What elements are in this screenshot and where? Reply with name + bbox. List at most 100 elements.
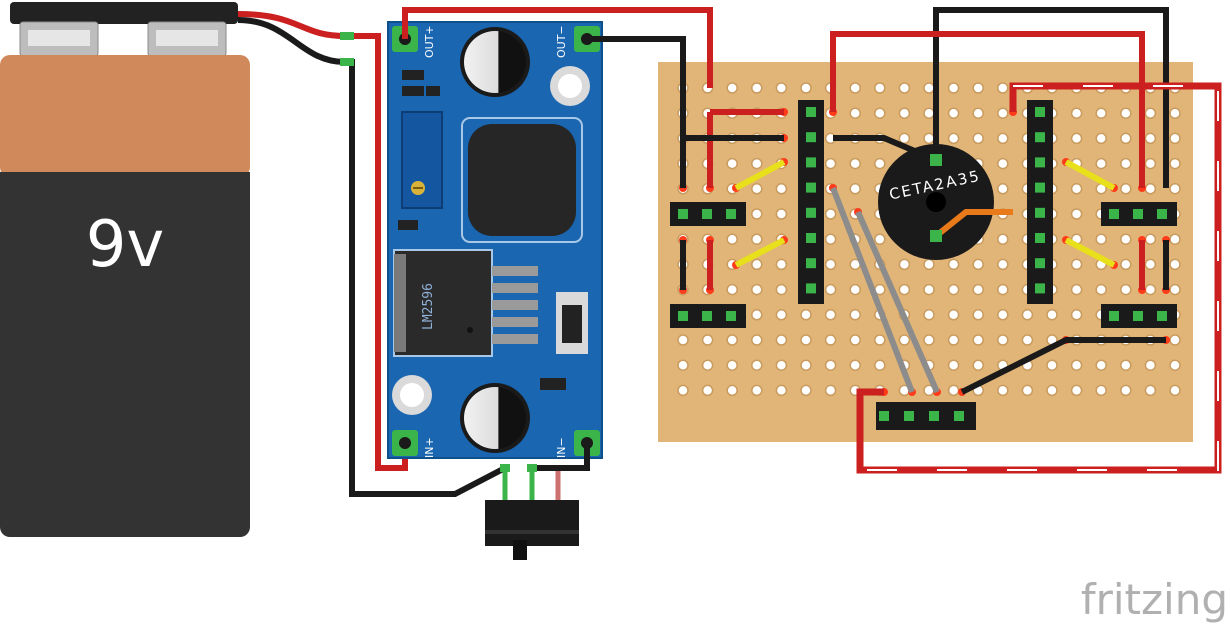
stripboard-hole	[775, 384, 788, 397]
slide-switch[interactable]	[485, 468, 579, 560]
label-in-plus: IN+	[423, 437, 436, 458]
stripboard-hole	[947, 334, 960, 346]
header-pin	[806, 233, 816, 243]
stripboard-hole	[701, 384, 714, 397]
switch-lever[interactable]	[513, 540, 527, 560]
stripboard-hole	[775, 82, 788, 94]
stripboard-hole	[751, 258, 763, 271]
stripboard-hole	[824, 384, 837, 397]
header-pin	[1035, 132, 1045, 143]
wire-black-diagonal	[960, 337, 1166, 395]
stripboard-hole	[972, 132, 984, 145]
stripboard-hole	[726, 157, 738, 170]
stripboard-hole	[1169, 359, 1181, 371]
pin-header-left	[798, 100, 824, 304]
stripboard-hole	[1169, 233, 1181, 245]
stripboard-hole	[997, 107, 1009, 119]
stripboard-hole	[751, 183, 763, 195]
header-pin	[904, 411, 914, 421]
stripboard-hole	[947, 82, 960, 94]
stripboard-hole	[1070, 384, 1083, 397]
stripboard-hole	[1144, 359, 1157, 371]
stripboard-hole	[1070, 283, 1083, 296]
buck-converter-module: OUT+ OUT− IN+ IN− LM2596	[387, 21, 603, 459]
stripboard-hole	[1070, 309, 1083, 321]
stripboard-hole	[997, 132, 1009, 145]
stripboard-hole	[751, 208, 763, 220]
header-pin	[806, 182, 816, 193]
stripboard-hole	[775, 283, 788, 296]
label-out-plus: OUT+	[423, 25, 436, 58]
stripboard-hole	[849, 82, 861, 94]
stripboard-hole	[1169, 283, 1181, 296]
battery-cap	[10, 2, 238, 24]
stripboard-hole	[997, 82, 1009, 94]
stripboard-hole	[1144, 132, 1157, 145]
stripboard-hole	[1095, 157, 1107, 170]
stripboard-hole	[1120, 107, 1132, 119]
stripboard-hole	[751, 309, 763, 321]
stripboard-hole	[824, 283, 837, 296]
pin-header-bottom	[876, 402, 976, 430]
stripboard-hole	[1095, 132, 1107, 145]
stripboard-hole	[1021, 334, 1034, 346]
header-pin	[1157, 209, 1167, 219]
switch-body[interactable]	[485, 500, 579, 546]
stripboard-hole	[972, 359, 984, 371]
header-pin	[954, 411, 964, 421]
stripboard-hole	[1120, 384, 1132, 397]
stripboard-hole	[997, 258, 1009, 271]
header-pin	[806, 283, 816, 294]
header-pin	[1133, 209, 1143, 219]
stripboard-hole	[1120, 283, 1132, 296]
stripboard-hole	[775, 309, 788, 321]
stripboard-hole	[947, 132, 960, 145]
stripboard-hole	[849, 157, 861, 170]
stripboard-hole	[1095, 283, 1107, 296]
stripboard-hole	[972, 283, 984, 296]
stripboard-hole	[874, 359, 886, 371]
header-pin	[1035, 283, 1045, 294]
stripboard-hole	[997, 157, 1009, 170]
wire-grey-1	[830, 186, 915, 394]
wire-yellow-4	[1064, 237, 1116, 268]
stripboard-hole	[726, 334, 738, 346]
stripboard-hole	[824, 233, 837, 245]
stripboard-hole	[898, 107, 911, 119]
header-pin	[726, 311, 736, 321]
wire-in-minus-to-switch	[532, 443, 590, 471]
stripboard-hole	[972, 309, 984, 321]
header-pin	[1035, 258, 1045, 269]
stripboard-hole	[1144, 258, 1157, 271]
stripboard-hole	[775, 334, 788, 346]
wire-yellow-2	[734, 237, 786, 268]
stripboard-hole	[849, 334, 861, 346]
header-pin	[1035, 157, 1045, 168]
stripboard-hole	[1046, 384, 1058, 397]
stripboard-hole	[923, 132, 935, 145]
stripboard-hole	[1070, 258, 1083, 271]
stripboard-hole	[726, 233, 738, 245]
stripboard-hole	[751, 334, 763, 346]
stripboard-hole	[1169, 384, 1181, 397]
stripboard-hole	[751, 82, 763, 94]
stripboard-hole	[1120, 359, 1132, 371]
header-pin	[806, 207, 816, 218]
stripboard-hole	[874, 334, 886, 346]
stripboard-hole	[1070, 107, 1083, 119]
stripboard-hole	[923, 82, 935, 94]
wire-red-top	[830, 31, 1145, 188]
stripboard-hole	[997, 233, 1009, 245]
wire-yellow-1	[734, 159, 786, 191]
stripboard-hole	[849, 107, 861, 119]
wire-yellow-3	[1064, 159, 1116, 191]
stripboard-hole	[923, 283, 935, 296]
stripboard-hole	[923, 258, 935, 271]
stripboard-hole	[1169, 334, 1181, 346]
stripboard-hole	[849, 283, 861, 296]
stripboard-hole	[800, 82, 812, 94]
stripboard-hole	[997, 309, 1009, 321]
stripboard-hole	[800, 334, 812, 346]
stripboard-hole	[751, 157, 763, 170]
stripboard-hole	[1120, 183, 1132, 195]
